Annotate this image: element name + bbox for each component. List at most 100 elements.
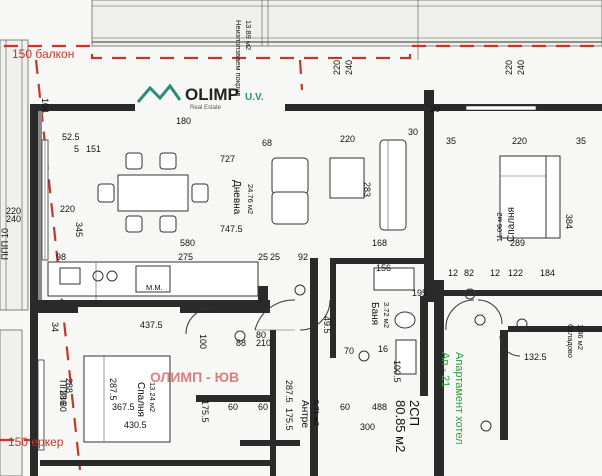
code-104: 104 [40, 98, 50, 113]
logo: OLIMP U.V. Real Estate [135, 76, 285, 112]
dim: 488 [372, 402, 387, 412]
dim: 220 [60, 204, 75, 214]
code-ppp10: ППП 10 [0, 228, 10, 260]
bathroom-fixtures [373, 267, 486, 375]
room-bedroom-left: Спалня 13.24 м2 [135, 382, 157, 417]
dim: 25 [270, 252, 280, 262]
dimension-labels: 220 240 220 240 180 68 220 30 35 220 35 … [6, 60, 586, 432]
dim: 122 [508, 268, 523, 278]
room-storage-area: 1.46 м2 [576, 324, 585, 350]
dim: 240 [516, 60, 526, 75]
dim: 34 [50, 322, 60, 332]
dim: 25 [258, 252, 268, 262]
dim: 240 [6, 214, 21, 224]
apartment-floor: 2СП [407, 400, 422, 426]
bed-left [83, 355, 171, 443]
markers [234, 284, 528, 432]
room-bedroom-right-name: Спалня [506, 207, 517, 242]
apartment-label: Апартамент хотел [453, 352, 465, 445]
dim: 384 [564, 214, 574, 229]
terrace-area [91, 0, 602, 60]
dim: 92 [298, 252, 308, 262]
dim: 98 [56, 252, 66, 262]
logo-suffix: U.V. [245, 92, 264, 103]
dim: 210 [256, 338, 271, 348]
dim: 220 [6, 206, 21, 216]
dim: 80 [256, 330, 266, 340]
dim: 287.5 [284, 380, 294, 403]
dim: 5 [74, 144, 79, 154]
dim: 220 [332, 60, 342, 75]
room-terrace: Неизползваем покрив 13.89 м2 [234, 20, 253, 96]
dim: 367.5 [112, 402, 135, 412]
dim: 184 [540, 268, 555, 278]
dim: 30 [408, 127, 418, 137]
dim: 747.5 [220, 224, 243, 234]
dim: 70 [344, 346, 354, 356]
dim: 12 [490, 268, 500, 278]
dim: 49.5 [322, 316, 332, 334]
dim: 20 [430, 104, 440, 114]
dim: 12 [448, 268, 458, 278]
sofa-set [271, 139, 407, 231]
dim: 16 [378, 344, 388, 354]
dim: 60 [340, 402, 350, 412]
apartment-floor-area: 2СП 80.85 м2 [393, 400, 422, 452]
dim: 580 [180, 238, 195, 248]
dining-table [97, 152, 209, 233]
room-storage: Складово 1.46 м2 [566, 324, 585, 358]
room-hall-name: Антре [299, 400, 310, 428]
room-hall: Антре 5.71 м2 [299, 400, 321, 428]
dim: 727 [220, 154, 235, 164]
room-living-name: Дневна [231, 180, 242, 215]
room-terrace-name: Неизползваем покрив [234, 20, 243, 96]
door-swings [185, 299, 521, 357]
dim: 175.5 [200, 400, 210, 423]
dim: 60 [258, 402, 268, 412]
bed-right [499, 155, 561, 239]
dim: 82 [464, 268, 474, 278]
room-living: Дневна 24.76 м2 [231, 180, 255, 215]
apartment-area: 80.85 м2 [393, 400, 408, 452]
watermark: ОЛИМП - ЮВ [150, 369, 239, 385]
balcony-top-label: 150 балкон [12, 47, 74, 61]
dim: 88 [236, 338, 246, 348]
dim: 168 [372, 238, 387, 248]
dim: 220 [340, 134, 355, 144]
apartment-info: Апартамент хотел Ап - 21 [439, 352, 465, 445]
dim: 68 [262, 138, 272, 148]
room-bedroom-left-area: 13.24 м2 [148, 382, 157, 412]
dim: 288 [64, 378, 74, 393]
room-living-area: 24.76 м2 [246, 184, 255, 214]
dim: 100.5 [392, 360, 402, 383]
dim: 60 [228, 402, 238, 412]
dim: 151 [86, 144, 101, 154]
dim: 289 [510, 238, 525, 248]
room-bath-area: 3.72 м2 [382, 302, 391, 328]
dim: 283 [362, 182, 372, 197]
room-bath-name: Баня [369, 302, 380, 325]
code-ppp80: ППП 80 [58, 380, 68, 412]
room-bath: Баня 3.72 м2 [369, 302, 391, 328]
room-terrace-area: 13.89 м2 [244, 20, 253, 50]
dim: 287.5 [108, 378, 118, 401]
dim: 220 [504, 60, 514, 75]
dim: 345 [74, 222, 84, 237]
dim: 437.5 [140, 320, 163, 330]
room-bedroom-right-area: 11.06 м2 [495, 212, 504, 242]
kitchen-counter [47, 261, 259, 300]
dim: 180 [176, 116, 191, 126]
room-bedroom-right: Спалня 11.06 м2 [495, 207, 517, 242]
dim: 220 [512, 136, 527, 146]
dim: 300 [360, 422, 375, 432]
dim: 35 [446, 136, 456, 146]
apartment-number: Ап - 21 [439, 352, 451, 387]
dim: 156 [376, 263, 391, 273]
room-bedroom-left-name: Спалня [135, 382, 146, 417]
dim: 100 [198, 334, 208, 349]
dim: 52.5 [62, 132, 80, 142]
logo-name: OLIMP [185, 85, 239, 104]
dim: 275 [178, 252, 193, 262]
dim: 240 [344, 60, 354, 75]
